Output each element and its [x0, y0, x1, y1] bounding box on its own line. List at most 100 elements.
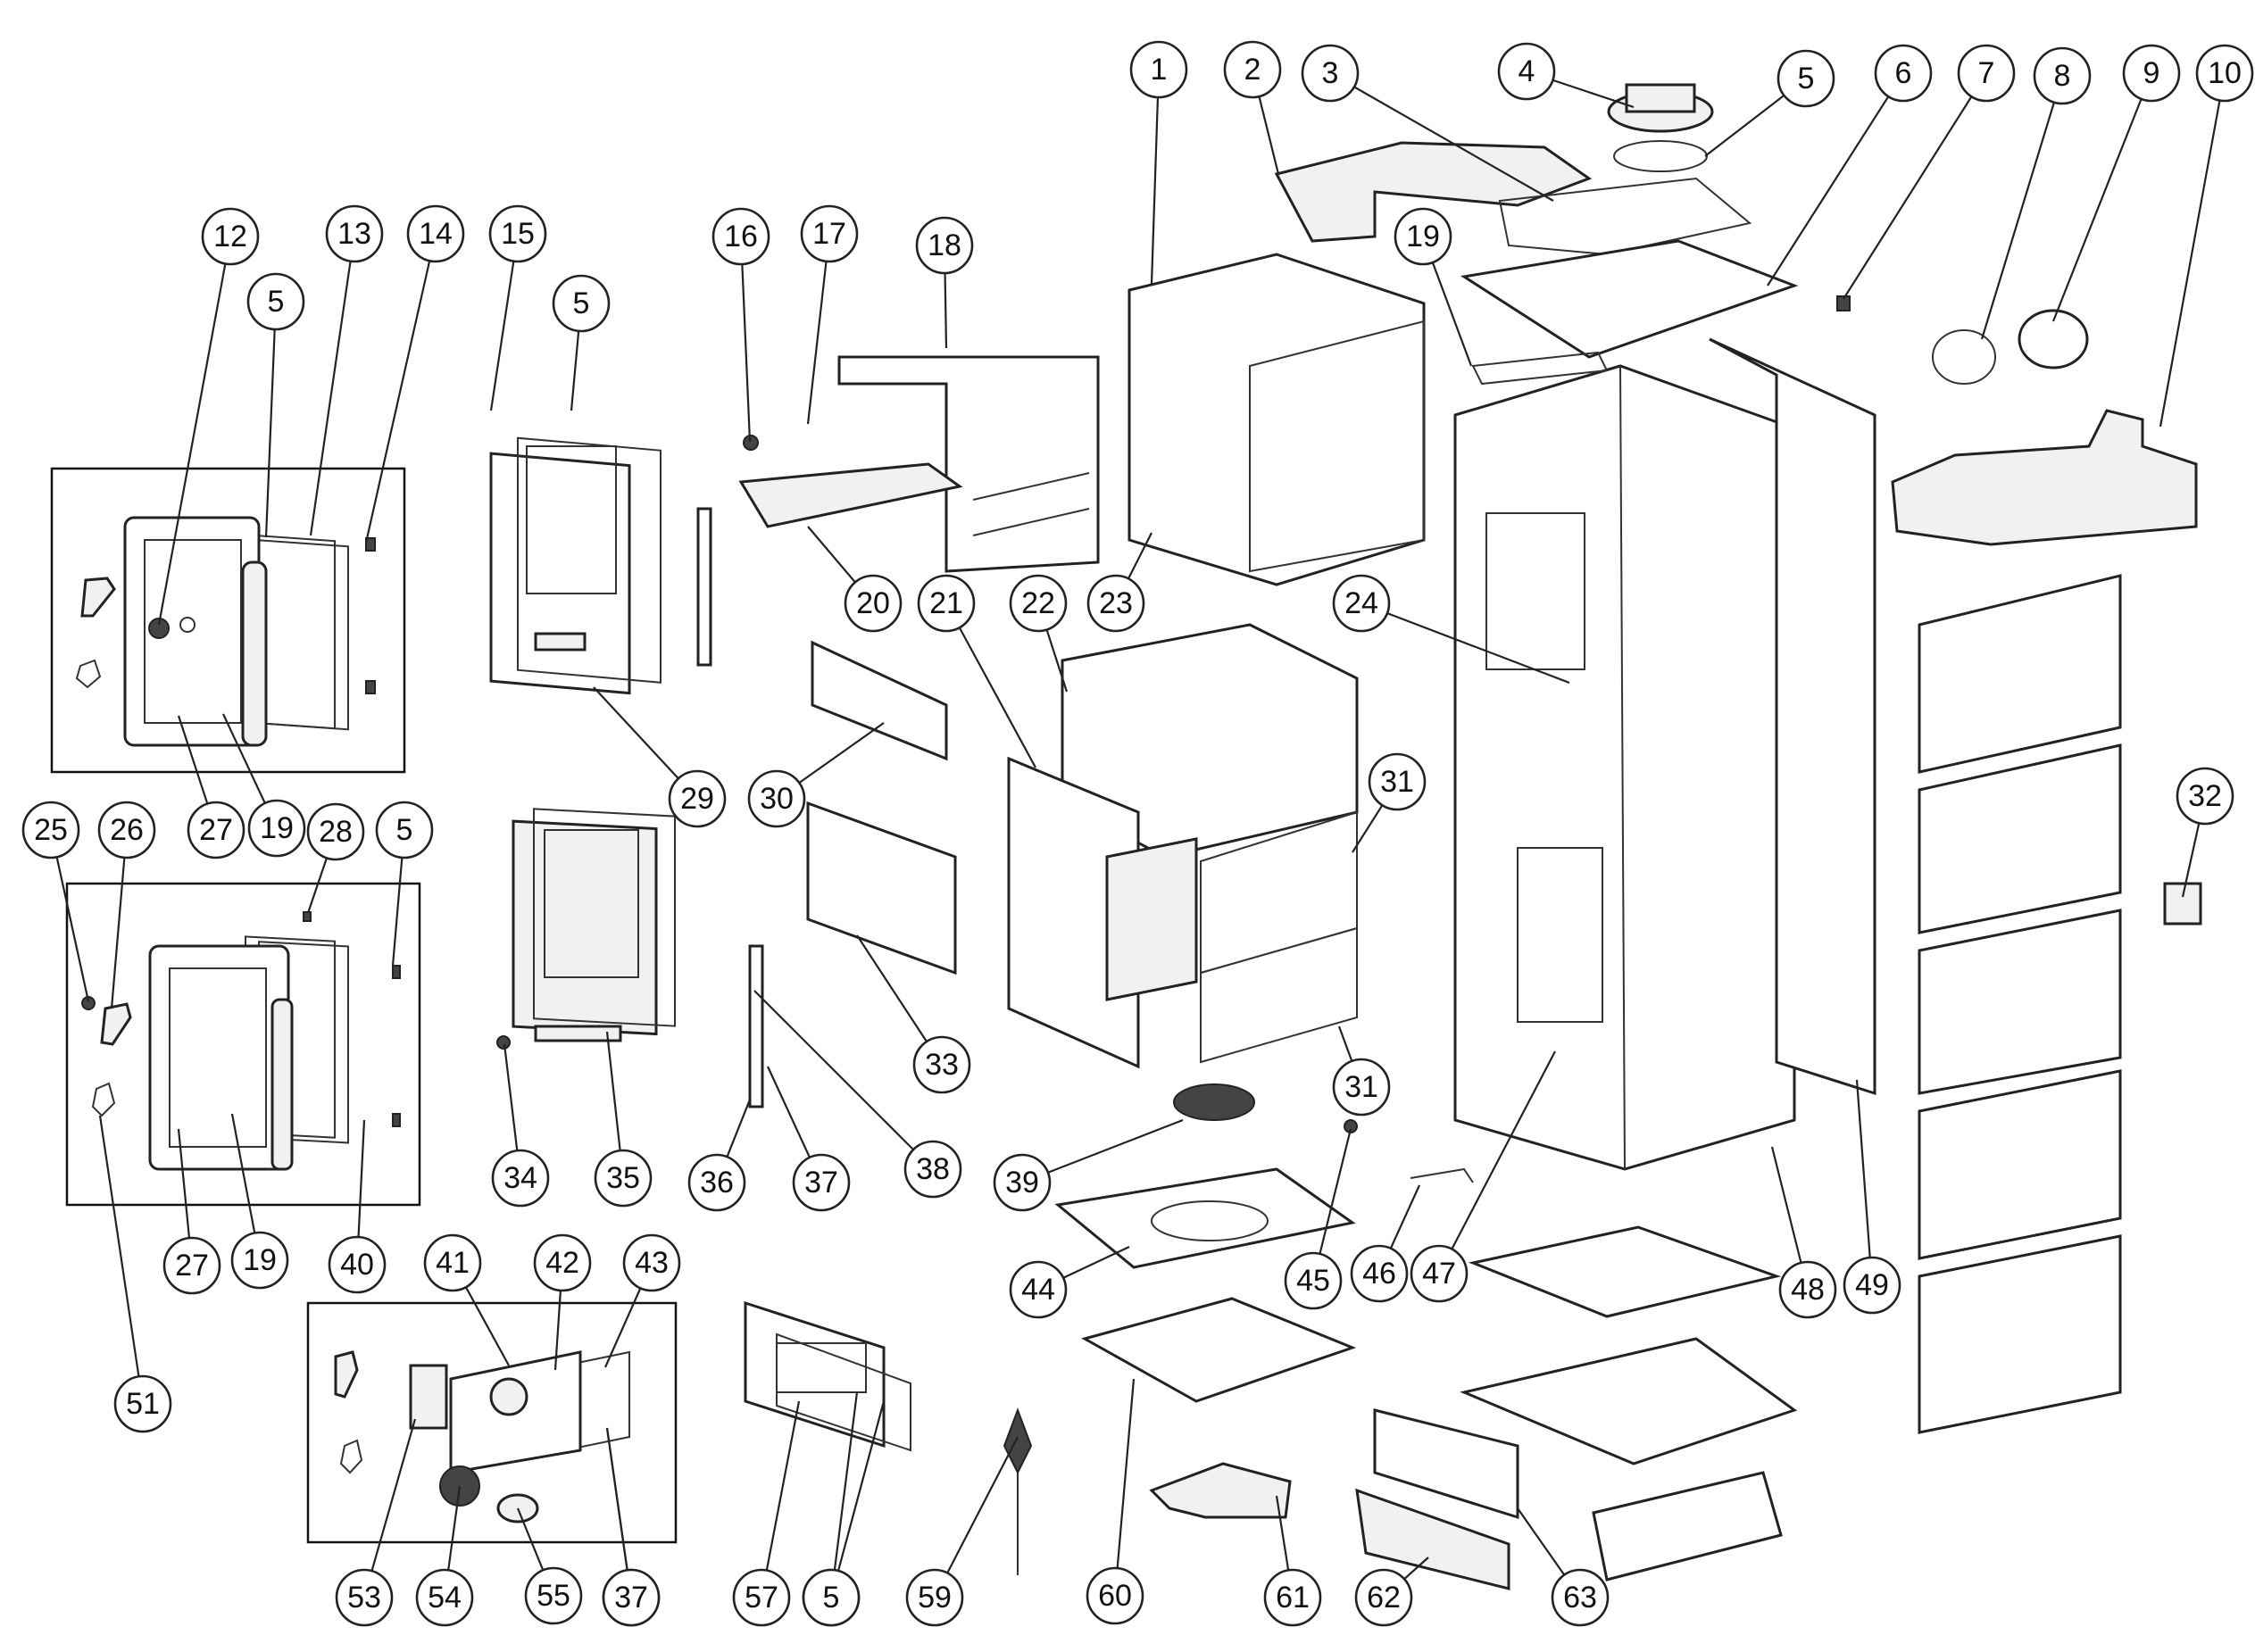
part-bubble-57: 57 [732, 1568, 791, 1627]
part-number-label: 35 [606, 1161, 640, 1195]
part-bubble-circle [1129, 40, 1188, 99]
part-bubble-circle [1874, 44, 1933, 103]
part-bubble-17: 17 [800, 204, 859, 263]
part-bubble-circle [732, 1568, 791, 1627]
part-bubble-circle [328, 1235, 387, 1294]
part-number-label: 3 [1322, 56, 1339, 90]
part-bubble-25: 25 [21, 801, 80, 859]
part-number-label: 48 [1791, 1273, 1825, 1307]
part-bubble-circle [1394, 207, 1452, 266]
leader-line-1 [1150, 69, 1161, 285]
leader-line-51 [98, 1115, 145, 1405]
part-bubble-circle [1301, 44, 1360, 103]
part-bubble-32: 32 [2176, 767, 2234, 826]
oven-shelf-and-box [738, 355, 1100, 975]
part-number-label: 39 [1005, 1166, 1039, 1200]
part-number-label: 7 [1978, 56, 1995, 90]
part-bubble-5: 5 [802, 1568, 861, 1627]
part-number-label: 49 [1855, 1268, 1889, 1302]
middle-door-assembly [81, 911, 401, 1171]
part-bubble-circle [844, 574, 903, 633]
part-number-label: 37 [804, 1166, 838, 1200]
part-bubble-10: 10 [2195, 44, 2254, 103]
oven-housing [1128, 253, 1426, 586]
part-bubble-45: 45 [1284, 1251, 1343, 1310]
part-number-label: 14 [419, 217, 453, 251]
part-number-label: 46 [1362, 1257, 1396, 1291]
part-bubble-circle [1086, 1566, 1144, 1625]
part-bubble-circle [2033, 46, 2092, 105]
leader-line-47 [1438, 1050, 1556, 1274]
part-bubble-circle [917, 574, 976, 633]
part-number-label: 31 [1344, 1070, 1378, 1104]
part-number-label: 4 [1519, 54, 1535, 88]
part-bubble-circle [1354, 1568, 1413, 1627]
part-bubble-circle [747, 769, 806, 828]
part-number-label: 36 [700, 1166, 734, 1200]
part-bubble-38: 38 [903, 1140, 962, 1199]
part-bubble-51: 51 [113, 1374, 172, 1433]
part-number-label: 32 [2188, 779, 2222, 813]
part-number-label: 59 [918, 1581, 952, 1615]
leader-line-6 [1767, 72, 1904, 286]
part-number-label: 8 [2054, 59, 2071, 93]
part-bubble-21: 21 [917, 574, 976, 633]
part-number-label: 24 [1344, 586, 1378, 620]
part-number-label: 62 [1367, 1581, 1401, 1615]
part-number-label: 61 [1276, 1581, 1310, 1615]
part-bubble-8: 8 [2033, 46, 2092, 105]
leader-line-26 [110, 829, 129, 1009]
part-bubble-16: 16 [711, 207, 770, 266]
part-bubble-circle [1777, 49, 1835, 108]
ash-door-assembly [334, 1350, 630, 1523]
part-bubble-circle [533, 1233, 592, 1292]
leader-line-16 [739, 236, 752, 443]
part-bubble-35: 35 [594, 1149, 653, 1208]
part-bubble-40: 40 [328, 1235, 387, 1294]
part-bubble-circle [1778, 1260, 1837, 1319]
part-bubble-41: 41 [423, 1233, 482, 1292]
grate-and-ash-pan [1054, 1083, 1358, 1403]
cladding-tiles [1918, 574, 2202, 1434]
part-number-label: 5 [573, 286, 590, 320]
part-bubble-circle [1497, 42, 1556, 101]
part-bubble-circle [1551, 1568, 1610, 1627]
part-bubble-circle [622, 1233, 681, 1292]
rods [696, 435, 764, 1108]
part-bubble-circle [488, 204, 547, 263]
part-bubble-circle [415, 1568, 474, 1627]
part-number-label: 40 [340, 1248, 374, 1282]
part-number-label: 5 [1798, 62, 1815, 95]
part-number-label: 29 [680, 782, 714, 816]
part-bubble-circle [230, 1231, 289, 1290]
part-bubble-27: 27 [162, 1236, 221, 1295]
part-bubble-22: 22 [1009, 574, 1068, 633]
part-number-label: 22 [1021, 586, 1055, 620]
part-bubble-circle [97, 801, 156, 859]
part-bubble-63: 63 [1551, 1568, 1610, 1627]
leader-line-24 [1360, 602, 1570, 685]
part-bubble-34: 34 [491, 1149, 550, 1208]
part-bubble-circle [1223, 40, 1282, 99]
leader-line-13 [309, 233, 356, 536]
part-bubble-circle [1350, 1244, 1409, 1303]
part-number-label: 20 [856, 586, 890, 620]
part-number-label: 54 [428, 1581, 462, 1615]
part-bubble-48: 48 [1778, 1260, 1837, 1319]
part-bubble-44: 44 [1009, 1260, 1068, 1319]
part-bubble-15: 15 [488, 204, 547, 263]
part-number-label: 47 [1422, 1257, 1456, 1291]
part-number-label: 9 [2143, 56, 2160, 90]
part-bubble-circle [335, 1568, 394, 1627]
part-number-label: 43 [635, 1246, 669, 1280]
part-number-label: 55 [537, 1579, 570, 1613]
part-bubble-circle [802, 1568, 861, 1627]
firebox-door-frames [489, 436, 676, 1050]
leader-line-38 [753, 990, 934, 1170]
part-bubble-43: 43 [622, 1233, 681, 1292]
part-bubble-60: 60 [1086, 1566, 1144, 1625]
part-bubble-circle [800, 204, 859, 263]
part-number-label: 37 [614, 1581, 648, 1615]
